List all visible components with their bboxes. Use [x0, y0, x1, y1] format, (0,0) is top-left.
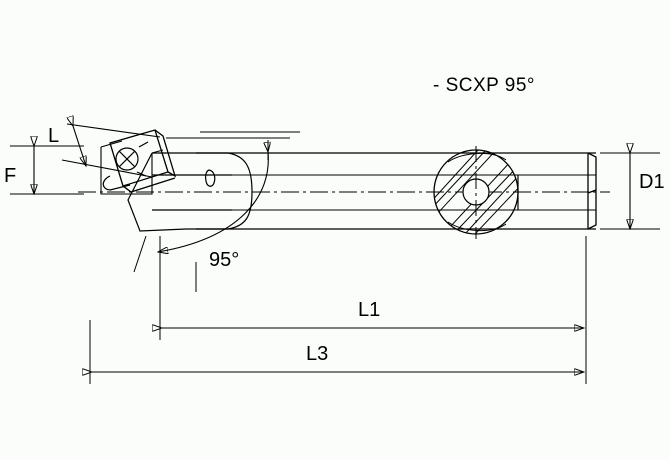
extension-lines: [10, 145, 660, 384]
angle-label-95: 95°: [209, 249, 240, 271]
insert-clamp-hook: [102, 175, 131, 191]
cutting-insert: [109, 129, 177, 193]
dimension-label-l1: L1: [358, 299, 381, 321]
dimension-label-l3: L3: [306, 343, 329, 365]
clamping-flat: [433, 146, 519, 239]
drawing-title: - SCXP 95°: [433, 75, 536, 96]
angle-arc-95: [133, 140, 268, 292]
dimension-arrow-l: [61, 124, 161, 178]
shank-end-chamfer: [587, 152, 597, 230]
shank-body: [196, 152, 596, 230]
head-top-reference-line: [166, 131, 300, 139]
dimension-label-d1: D1: [639, 171, 665, 193]
insert-screw-hole: [115, 141, 149, 177]
dimension-label-l: L: [48, 125, 60, 147]
dimension-label-f: F: [4, 165, 17, 187]
